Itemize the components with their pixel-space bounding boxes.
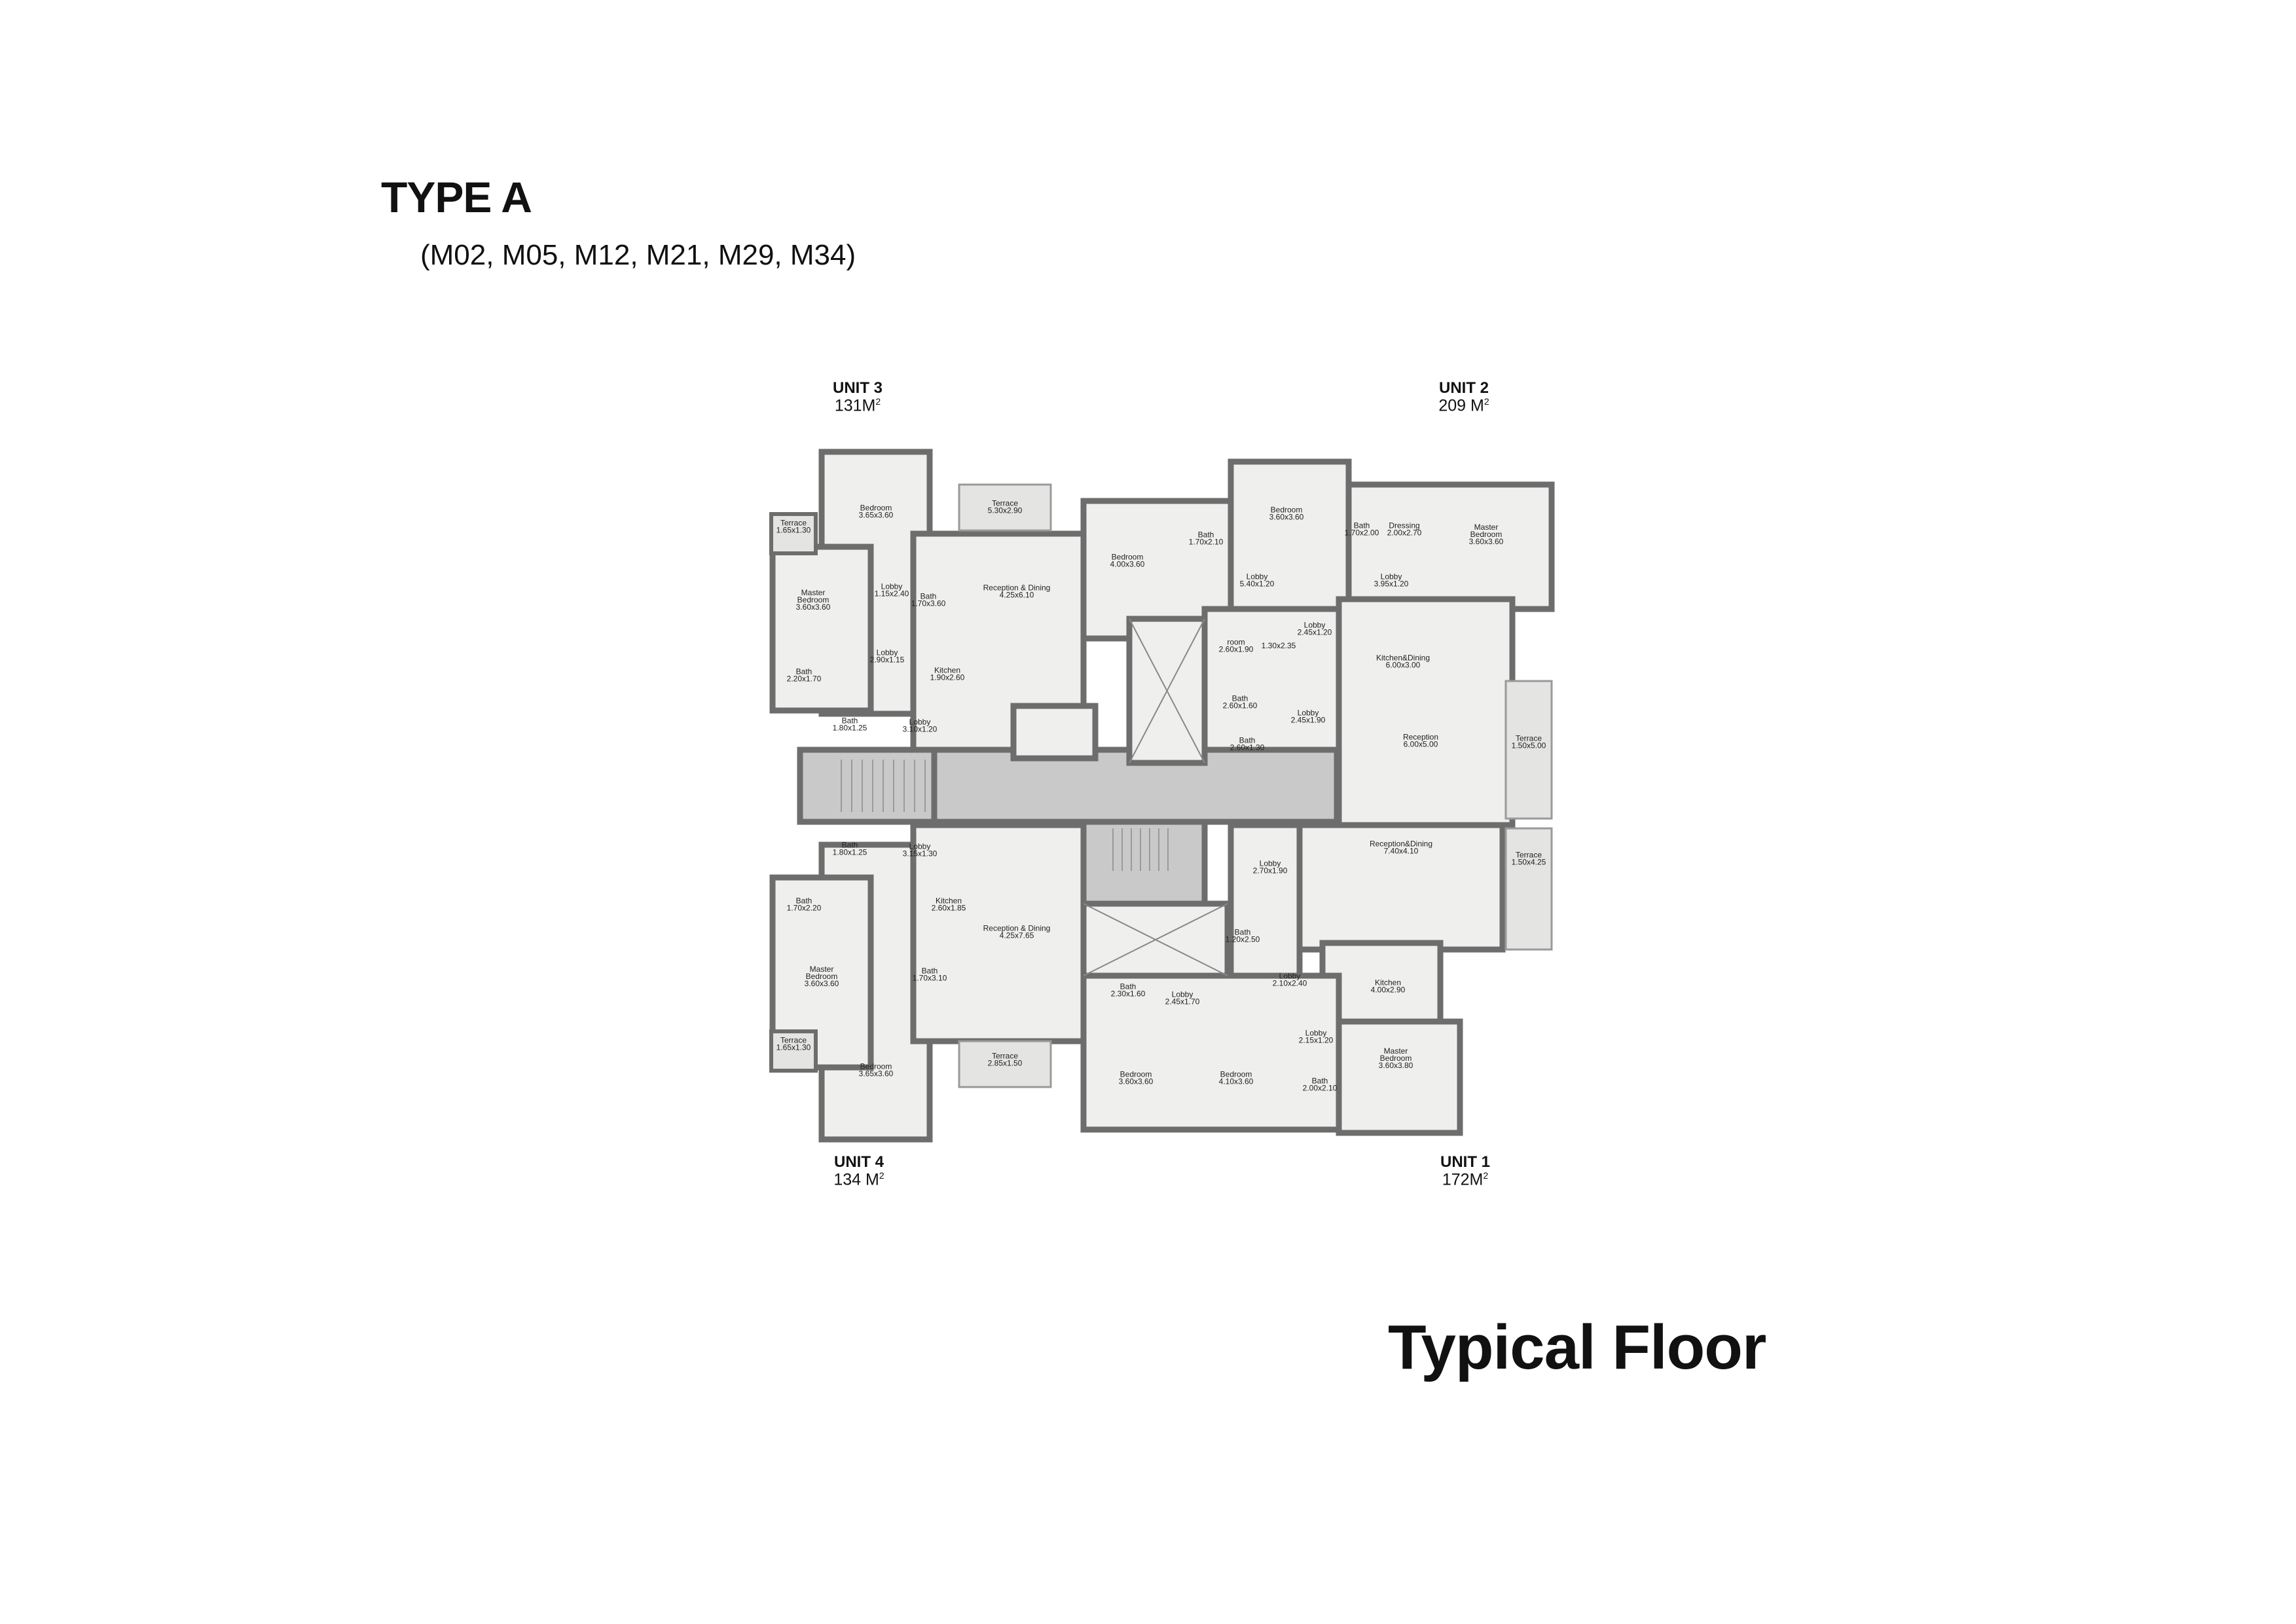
unit-2-outline-master (1345, 481, 1555, 612)
unit-1-name: UNIT 1 (1440, 1153, 1490, 1171)
unit-1-terrace (1504, 827, 1553, 951)
unit-4-outline-main (910, 822, 1087, 1044)
unit-4-area: 134 M2 (833, 1170, 884, 1189)
floor-title: Typical Floor (1388, 1312, 1766, 1382)
shaft-x-4 (1083, 903, 1228, 976)
unit-4-terrace-bottom (958, 1040, 1052, 1088)
unit-4-terrace-left (769, 1029, 818, 1073)
type-title: TYPE A (381, 173, 532, 221)
unit-3-area: 131M2 (834, 396, 881, 415)
unit-3-outline-wing (769, 544, 874, 714)
elevator (1010, 703, 1099, 762)
unit-2-outline-right (1336, 596, 1516, 828)
unit-3-label: UNIT 3 131M2 (773, 379, 943, 415)
model-list: (M02, M05, M12, M21, M29, M34) (420, 239, 856, 271)
unit-3-terrace-left (769, 512, 818, 555)
unit-4-name: UNIT 4 (833, 1153, 884, 1171)
unit-2-label: UNIT 2 209 M2 (1379, 379, 1549, 415)
stair-lower (1080, 819, 1208, 907)
unit-3-name: UNIT 3 (832, 379, 883, 397)
unit-1-outline-master (1336, 1018, 1463, 1136)
unit-3-terrace-top (958, 483, 1052, 532)
unit-2-terrace (1504, 680, 1553, 820)
stair-left (797, 747, 938, 825)
room-label-u2-storage: 1.30x2.35 (1262, 641, 1296, 650)
unit-1-label: UNIT 1 172M2 (1380, 1153, 1550, 1189)
unit-2-name: UNIT 2 (1438, 379, 1489, 397)
unit-2-outline-core (1201, 606, 1342, 763)
unit-1-outline-bed (1080, 972, 1342, 1133)
unit-1-area: 172M2 (1442, 1170, 1489, 1189)
shaft-x-2 (1129, 618, 1205, 764)
unit-2-area: 209 M2 (1438, 396, 1489, 415)
unit-4-label: UNIT 4 134 M2 (774, 1153, 944, 1189)
